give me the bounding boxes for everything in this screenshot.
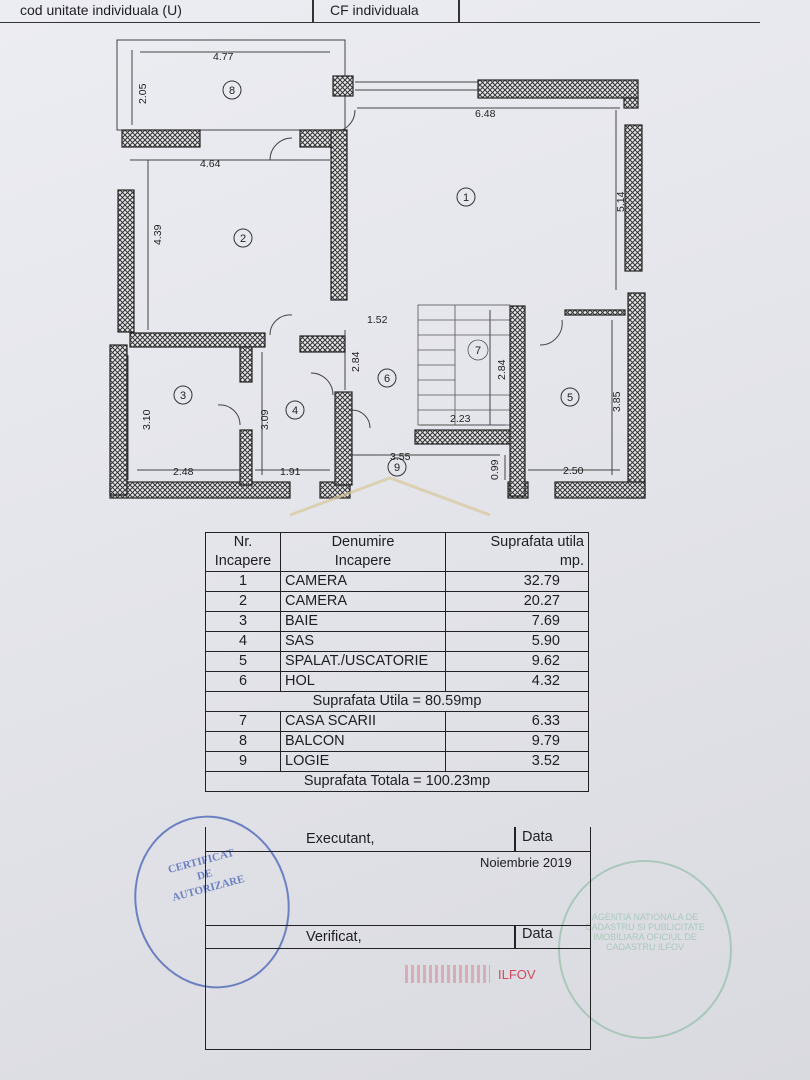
cf-label: CF individuala — [330, 2, 419, 18]
dim-room1-depth: 5.14 — [615, 191, 627, 212]
room-nr: 1 — [205, 571, 281, 592]
dim-room2-depth: 4.39 — [152, 224, 164, 245]
divider — [514, 925, 516, 949]
dim-hol-depth: 2.84 — [350, 351, 362, 372]
dim-logie-depth: 0.99 — [489, 459, 501, 480]
room-area: 6.33 — [445, 711, 589, 732]
room-number-6: 6 — [384, 373, 390, 385]
room-nr: 9 — [205, 751, 281, 772]
room-name: HOL — [280, 671, 446, 692]
room-area: 9.62 — [445, 651, 589, 672]
green-stamp: AGENTIA NATIONALA DE CADASTRU SI PUBLICI… — [558, 860, 732, 1039]
dim-logie-width: 3.55 — [390, 451, 411, 463]
room-number-2: 2 — [240, 233, 246, 245]
room-area: 4.32 — [445, 671, 589, 692]
red-stamp-text: ILFOV — [498, 967, 536, 982]
room-name: BAIE — [280, 611, 446, 632]
header-name-2: Incapere — [334, 553, 392, 569]
room-name: BALCON — [280, 731, 446, 752]
date-value: Noiembrie 2019 — [480, 855, 572, 870]
room-name: SPALAT./USCATORIE — [280, 651, 446, 672]
room-area: 9.79 — [445, 731, 589, 752]
dim-room5-depth: 3.85 — [611, 391, 623, 412]
room-nr: 6 — [205, 671, 281, 692]
dim-room1-width: 6.48 — [475, 108, 496, 120]
verificat-row — [206, 925, 590, 949]
green-stamp-text: AGENTIA NATIONALA DE CADASTRU SI PUBLICI… — [585, 912, 705, 952]
room-number-8: 8 — [229, 85, 235, 97]
total-row: Suprafata Totala = 100.23mp — [205, 771, 589, 792]
executant-label: Executant, — [306, 831, 375, 847]
dim-stair-width: 2.23 — [450, 413, 471, 425]
room-area: 20.27 — [445, 591, 589, 612]
data-label-1: Data — [522, 829, 553, 845]
dim-balcon-width: 4.77 — [213, 51, 234, 63]
header-nr: Nr. — [233, 534, 253, 550]
room-name: CASA SCARII — [280, 711, 446, 732]
divider — [458, 0, 460, 22]
room-area: 32.79 — [445, 571, 589, 592]
header-nr-2: Incapere — [214, 553, 272, 569]
room-nr: 2 — [205, 591, 281, 612]
dim-room3-width: 2.48 — [173, 466, 194, 478]
subtotal-row: Suprafata Utila = 80.59mp — [205, 691, 589, 712]
dim-room2-width: 4.64 — [200, 158, 221, 170]
dim-stair-depth: 2.84 — [496, 359, 508, 380]
room-nr: 5 — [205, 651, 281, 672]
room-number-5: 5 — [567, 392, 573, 404]
room-area: 5.90 — [445, 631, 589, 652]
room-number-9: 9 — [394, 462, 400, 474]
divider — [312, 0, 314, 22]
staircase — [417, 304, 511, 426]
dim-balcon-depth: 2.05 — [137, 83, 149, 104]
header-row: cod unitate individuala (U) CF individua… — [0, 0, 760, 23]
dim-room4-depth: 3.09 — [259, 409, 271, 430]
header-area: Suprafata utila — [490, 534, 584, 550]
dim-room3-depth: 3.10 — [141, 409, 153, 430]
header-area-2: mp. — [559, 553, 584, 569]
room-name: LOGIE — [280, 751, 446, 772]
watermark-logo — [289, 476, 491, 517]
cod-unitate-label: cod unitate individuala (U) — [20, 2, 182, 18]
room-nr: 4 — [205, 631, 281, 652]
room-number-7: 7 — [475, 345, 481, 357]
room-nr: 3 — [205, 611, 281, 632]
room-number-4: 4 — [292, 405, 298, 417]
room-nr: 7 — [205, 711, 281, 732]
room-nr: 8 — [205, 731, 281, 752]
room-number-1: 1 — [463, 192, 469, 204]
walls — [109, 75, 646, 499]
verificat-label: Verificat, — [306, 929, 362, 945]
data-label-2: Data — [522, 926, 553, 942]
room-area: 3.52 — [445, 751, 589, 772]
signature-block: Executant, Data Noiembrie 2019 Verificat… — [205, 827, 591, 1050]
divider — [514, 827, 516, 851]
room-name: CAMERA — [280, 571, 446, 592]
dim-room5-width: 2.50 — [563, 465, 584, 477]
dim-room4-width: 1.91 — [280, 466, 301, 478]
dim-hol-width: 1.52 — [367, 314, 388, 326]
header-name: Denumire — [331, 534, 395, 550]
room-name: SAS — [280, 631, 446, 652]
room-name: CAMERA — [280, 591, 446, 612]
red-stamp-smudge — [405, 965, 490, 983]
floor-plan: 4.77 2.05 6.48 5.14 4.64 4.39 1.52 2.84 … — [109, 39, 646, 517]
room-number-3: 3 — [180, 390, 186, 402]
room-area: 7.69 — [445, 611, 589, 632]
executant-row — [206, 827, 590, 852]
